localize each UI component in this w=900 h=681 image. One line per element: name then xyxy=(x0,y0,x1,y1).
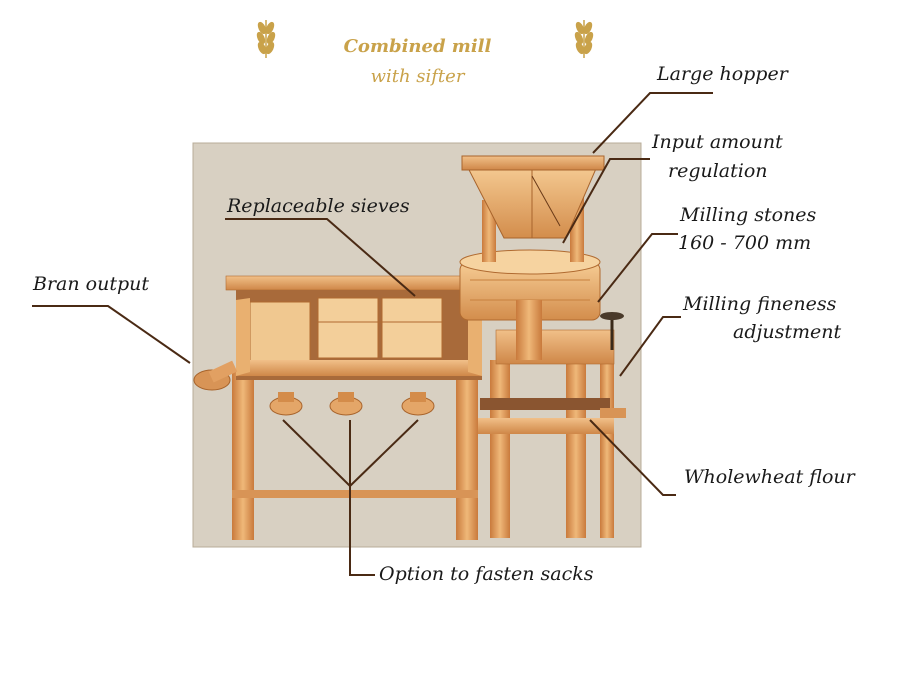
leader-bran-output xyxy=(32,305,191,364)
leader-input-amount xyxy=(562,158,650,244)
label-large-hopper: Large hopper xyxy=(657,63,788,85)
label-milling-fineness-line1: Milling fineness xyxy=(683,293,837,315)
label-milling-fineness-line2: adjustment xyxy=(733,321,842,343)
label-bran-output: Bran output xyxy=(33,273,149,295)
leader-milling-fineness xyxy=(619,316,681,377)
label-input-amount-line1: Input amount xyxy=(652,131,783,153)
leader-milling-stones xyxy=(597,233,678,303)
leader-lines xyxy=(32,92,713,576)
leader-replaceable-sieves xyxy=(225,218,416,297)
mill-machine xyxy=(193,155,626,540)
label-milling-stones-line1: Milling stones xyxy=(680,204,817,226)
diagram-title: Combined mill xyxy=(343,36,492,57)
label-milling-stones-line2: 160 - 700 mm xyxy=(678,232,812,254)
leader-large-hopper xyxy=(592,92,713,154)
diagram-subtitle: with sifter xyxy=(370,66,465,87)
label-wholewheat-flour: Wholewheat flour xyxy=(684,466,855,488)
label-option-sacks: Option to fasten sacks xyxy=(379,563,594,585)
leader-wholewheat-flour xyxy=(589,419,676,496)
leader-sacks-stem xyxy=(349,486,375,576)
label-replaceable-sieves: Replaceable sieves xyxy=(227,195,410,217)
wheat-icon-left xyxy=(256,20,276,58)
leader-sacks-right xyxy=(349,419,419,487)
leader-sacks-left xyxy=(282,419,351,487)
wheat-icon-right xyxy=(574,20,594,58)
label-input-amount-line2: regulation xyxy=(668,160,768,182)
